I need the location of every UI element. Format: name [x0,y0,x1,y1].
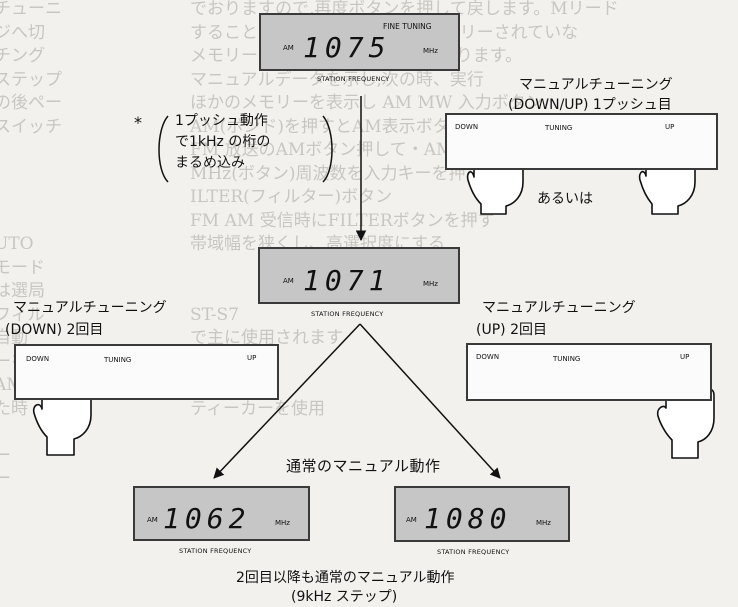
manual-updown-subtitle: (DOWN/UP) 1プッシュ目 [508,97,672,113]
tuning-panel-first: DOWN TUNING UP [445,113,718,170]
tuning-panel-up: DOWN TUNING UP [466,343,712,401]
arrow-mid-to-left [213,323,361,479]
up-button[interactable]: UP [665,123,675,131]
left-frequency-display: AM 1062 MHz [133,486,310,541]
or-label: あるいは [537,191,593,207]
station-frequency-caption: STATION FREQUENCY [311,310,384,318]
bottom-caption-line-1: 2回目以降も通常のマニュアル動作 [236,570,455,586]
station-frequency-caption: STATION FREQUENCY [437,548,510,556]
normal-operation-label: 通常のマニュアル動作 [286,457,441,475]
top-frequency-display: AM 1075 MHz FINE TUNING [259,13,460,71]
bottom-caption-line-2: (9kHz ステップ) [291,589,398,605]
manual-up-title: マニュアルチューニング [482,300,636,316]
tuning-label: TUNING [104,356,132,364]
manual-updown-title: マニュアルチューニング [519,77,673,93]
note-line-3: まるめ込み [175,155,245,171]
band-label: AM [406,516,417,524]
up-button[interactable]: UP [680,353,690,361]
frequency-digits: 1071 [303,264,391,297]
note-open-paren [158,115,169,183]
station-frequency-caption: STATION FREQUENCY [317,75,390,83]
tuning-label: TUNING [553,355,581,363]
manual-up-subtitle: (UP) 2回目 [476,322,547,338]
down-button[interactable]: DOWN [476,353,500,361]
manual-down-subtitle: (DOWN) 2回目 [5,322,104,338]
tuning-label: TUNING [545,124,573,132]
right-frequency-display: AM 1080 MHz [394,486,570,542]
frequency-digits: 1062 [163,502,251,535]
manual-down-title: マニュアルチューニング [13,300,167,316]
down-button[interactable]: DOWN [455,123,479,131]
unit-label: MHz [275,519,290,527]
down-button[interactable]: DOWN [26,355,50,363]
frequency-digits: 1080 [424,502,512,535]
fine-tuning-label: FINE TUNING [383,22,432,31]
note-line-2: で1kHz の桁の [175,134,271,150]
frequency-digits: 1075 [303,31,391,64]
note-asterisk: * [134,113,143,132]
rounding-note: 1プッシュ動作 で1kHz の桁の まるめ込み [175,111,270,174]
note-line-1: 1プッシュ動作 [175,113,268,129]
up-button[interactable]: UP [247,354,257,362]
mid-frequency-display: AM 1071 MHz [258,247,460,304]
station-frequency-caption: STATION FREQUENCY [179,547,252,555]
unit-label: MHz [423,47,438,55]
tuning-panel-down: DOWN TUNING UP [14,344,279,400]
band-label: AM [283,277,294,285]
note-close-paren [322,115,333,183]
arrow-mid-to-right [359,323,501,479]
unit-label: MHz [423,280,438,288]
band-label: AM [283,44,294,52]
unit-label: MHz [536,519,551,527]
band-label: AM [147,516,158,524]
